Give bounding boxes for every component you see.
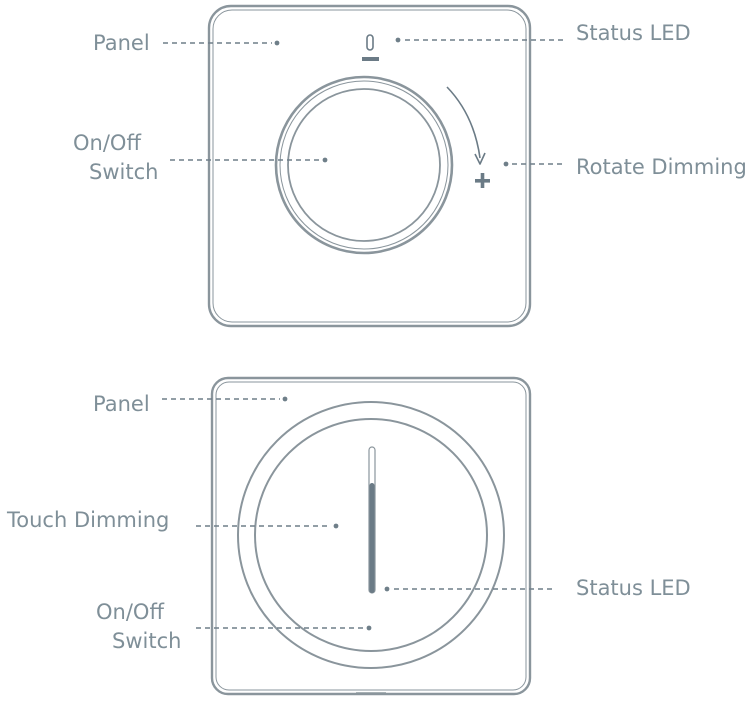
label-status-led-bottom: Status LED <box>576 576 691 600</box>
bottom-device: Panel Touch Dimming Status LED On/Off Sw… <box>6 376 691 696</box>
label-onoff-top-line2: Switch <box>89 160 158 184</box>
label-onoff-bottom-line2: Switch <box>112 629 181 653</box>
touch-ring[interactable] <box>237 401 505 669</box>
label-onoff-top-line1: On/Off <box>73 131 141 155</box>
label-status-led-top: Status LED <box>576 21 691 45</box>
label-panel-bottom: Panel <box>93 392 150 416</box>
label-panel-top: Panel <box>93 31 150 55</box>
bottom-leader-lines <box>162 396 552 631</box>
minus-icon <box>362 57 379 61</box>
status-led <box>366 34 374 51</box>
plus-icon <box>475 173 490 188</box>
rotate-arrow-icon <box>446 86 486 165</box>
top-device: Panel Status LED On/Off Switch Rotate Di… <box>73 4 747 328</box>
top-leader-lines <box>163 37 566 167</box>
label-rotate-dimming: Rotate Dimming <box>576 155 747 179</box>
bottom-panel <box>210 376 532 696</box>
label-touch-dimming: Touch Dimming <box>6 508 169 532</box>
top-panel <box>207 4 532 328</box>
label-onoff-bottom-line1: On/Off <box>96 600 164 624</box>
rotary-knob[interactable] <box>274 75 454 255</box>
status-led-bar <box>368 446 376 594</box>
